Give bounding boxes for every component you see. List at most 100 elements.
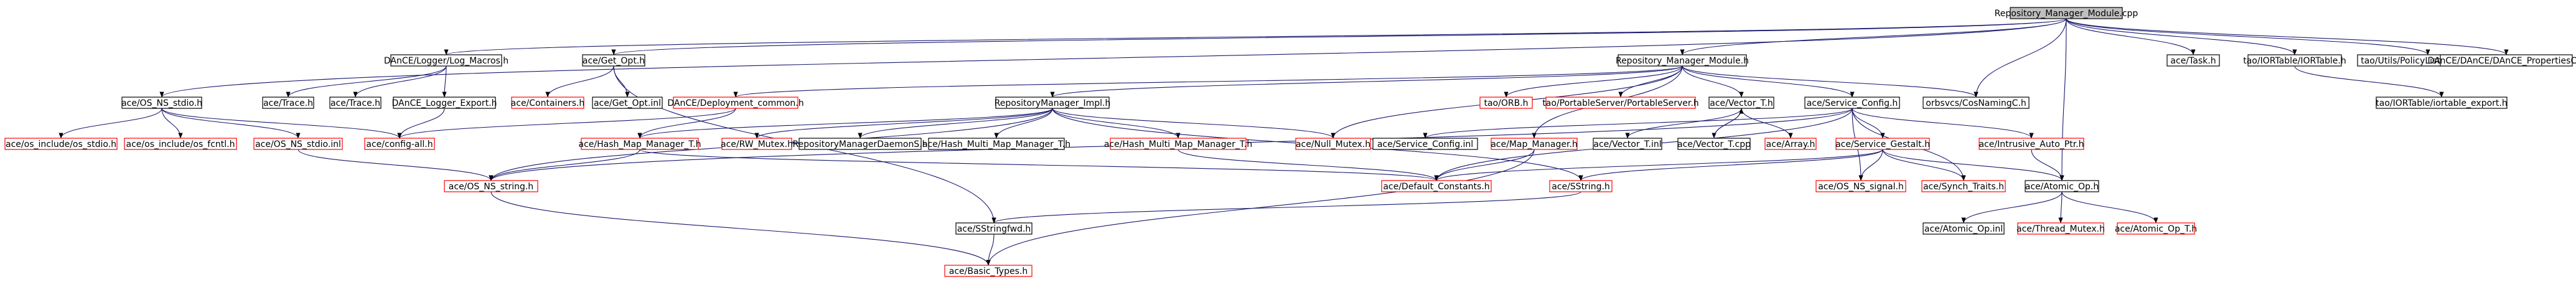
node-box (329, 97, 382, 109)
node-dance-logger-export[interactable]: DAnCE_Logger_Export.h (391, 97, 497, 109)
node-label: tao/IORTable/IORTable.h (2243, 56, 2346, 66)
node-label: ace/os_include/os_fcntl.h (126, 139, 235, 149)
node-dance-properties[interactable]: DAnCE/DAnCE/DAnCE_PropertiesC.h (2427, 54, 2576, 67)
node-ace-hash-multi-map-manager-t[interactable]: ace/Hash_Multi_Map_Manager_T.h (922, 138, 1070, 150)
node-dance-log-macros[interactable]: DAnCE/Logger/Log_Macros.h (384, 54, 508, 67)
edge-root-to-dance_log_macros (444, 18, 2067, 55)
node-ace-os-ns-signal: ace/OS_NS_signal.h (1815, 180, 1906, 192)
edge-root-to-ace_os_ns_stdio_h (159, 18, 2067, 98)
node-label: ace/Vector_T.inl (1593, 139, 1661, 149)
node-box (2247, 54, 2342, 67)
node-box (393, 97, 496, 109)
node-ace-atomic-op-inl[interactable]: ace/Atomic_Op.inl (1923, 222, 2005, 235)
node-label: ace/Get_Opt.h (583, 56, 645, 66)
node-label: ace/SStringfwd.h (957, 224, 1031, 234)
node-ace-vector-t-inl[interactable]: ace/Vector_T.inl (1593, 138, 1662, 150)
node-ace-os-ns-stdio-inl: ace/OS_NS_stdio.inl (253, 138, 343, 150)
edge-ace_get_opt_h-to-ace_get_opt_inl (613, 65, 630, 98)
edge-ace_os_ns_stdio_h-to-ace_os_include_os_stdio (59, 108, 162, 139)
node-box (1815, 180, 1906, 192)
node-box (1923, 222, 2005, 235)
edge-dance_logger_export-to-ace_config_all (397, 108, 445, 139)
node-label: ace/Default_Constants.h (1383, 182, 1489, 192)
node-root[interactable]: Repository_Manager_Module.cpp (1995, 7, 2138, 19)
edge-repo_module_h-to-dance_deployment_common (733, 65, 1683, 98)
node-orbsvcs-cosnaming[interactable]: orbsvcs/CosNamingC.h (1923, 97, 2030, 109)
node-ace-os-ns-stdio-h[interactable]: ace/OS_NS_stdio.h (121, 97, 202, 109)
node-tao-iortable-h[interactable]: tao/IORTable/IORTable.h (2243, 54, 2346, 67)
node-ace-trace-2[interactable]: ace/Trace.h (329, 97, 382, 109)
node-box (1923, 97, 2030, 109)
edge-root-to-ace_task (2066, 18, 2196, 55)
edge-root-to-tao_policylist_destroyer (2066, 18, 2430, 55)
edge-ace_get_opt_h-to-ace_containers (545, 65, 614, 98)
node-box (592, 97, 663, 109)
edge-ace_service_gestalt-to-ace_atomic_op_h (1882, 149, 2064, 181)
node-label: DAnCE/Logger/Log_Macros.h (384, 56, 508, 66)
node-label: ace/RW_Mutex.h (721, 139, 793, 149)
node-box (1921, 180, 2006, 192)
edge-ace_hash_map_manager_t-to-ace_default_constants (639, 149, 1439, 181)
node-repo-daemon-s[interactable]: RepositoryManagerDaemonS.h (792, 138, 928, 150)
node-ace-service-config-h[interactable]: ace/Service_Config.h (1804, 97, 1900, 109)
edge-ace_vector_t_h-to-ace_vector_t_inl (1625, 108, 1742, 139)
node-box (2376, 97, 2508, 109)
node-dance-deployment-common: DAnCE/Deployment_common.h (667, 97, 804, 109)
node-label: ace/Hash_Multi_Map_Manager_T.h (1104, 139, 1252, 149)
node-repo-impl-h[interactable]: RepositoryManager_Impl.h (995, 97, 1111, 109)
node-ace-basic-types: ace/Basic_Types.h (944, 265, 1033, 277)
node-label: ace/OS_NS_stdio.h (121, 98, 202, 108)
node-tao-portableserver: tao/PortableServer/PortableServer.h (1542, 97, 1699, 109)
node-ace-trace-1[interactable]: ace/Trace.h (262, 97, 314, 109)
node-ace-hash-map-manager-t: ace/Hash_Map_Manager_T.h (578, 138, 701, 150)
edge-ace_hash_multi_map_manager_t_h-to-ace_default_constants (1178, 149, 1439, 181)
node-ace-vector-t-cpp[interactable]: ace/Vector_T.cpp (1677, 138, 1751, 150)
edge-ace_os_ns_stdio_h-to-ace_os_include_os_fcntl (161, 108, 183, 139)
node-box (582, 54, 645, 67)
node-label: tao/ORB.h (1484, 98, 1528, 108)
node-label: ace/Null_Mutex.h (1296, 139, 1370, 149)
edge-dance_deployment_common-to-ace_config_all (397, 108, 736, 139)
node-ace-containers: ace/Containers.h (511, 97, 584, 109)
node-label: ace/Get_Opt.inl (594, 98, 661, 108)
node-ace-get-opt-inl[interactable]: ace/Get_Opt.inl (592, 97, 663, 109)
edge-repo_impl_h-to-ace_null_mutex (1052, 108, 1336, 139)
node-label: ace/Synch_Traits.h (1923, 182, 2004, 192)
node-box (124, 138, 237, 150)
node-ace-task[interactable]: ace/Task.h (2166, 54, 2220, 67)
node-ace-vector-t-h[interactable]: ace/Vector_T.h (1708, 97, 1774, 109)
node-box (1979, 138, 2084, 150)
node-box (1491, 138, 1578, 150)
node-label: Repository_Manager_Module.cpp (1995, 9, 2138, 19)
node-label: ace/Hash_Map_Manager_T.h (578, 139, 701, 149)
node-label: Repository_Manager_Module.h (1616, 56, 1749, 66)
edge-root-to-orbsvcs_cosnaming (1974, 18, 2067, 98)
node-ace-sstringfwd[interactable]: ace/SStringfwd.h (955, 222, 1033, 235)
edge-tao_iortable_h-to-tao_iortable_export (2294, 65, 2444, 98)
node-ace-atomic-op-h[interactable]: ace/Atomic_Op.h (2025, 180, 2099, 192)
node-ace-get-opt-h[interactable]: ace/Get_Opt.h (582, 54, 645, 67)
node-tao-iortable-export[interactable]: tao/IORTable/iortable_export.h (2376, 97, 2508, 109)
edge-repo_impl_h-to-ace_hash_map_manager_t (637, 108, 1053, 139)
node-tao-orb: tao/ORB.h (1479, 97, 1533, 109)
node-label: ace/Trace.h (330, 98, 380, 108)
node-label: DAnCE_Logger_Export.h (391, 98, 497, 108)
edge-repo_impl_h-to-repo_daemon_s (858, 108, 1053, 139)
edge-repo_module_h-to-orbsvcs_cosnaming (1682, 65, 1979, 98)
node-label: ace/OS_NS_stdio.inl (255, 139, 341, 149)
node-label: ace/Service_Config.h (1807, 98, 1898, 108)
node-box (2017, 222, 2104, 235)
node-box (2166, 54, 2220, 67)
node-box (1381, 180, 1492, 192)
node-ace-config-all: ace/config-all.h (364, 138, 435, 150)
node-label: ace/config-all.h (366, 139, 433, 149)
node-box (253, 138, 343, 150)
node-box (944, 265, 1033, 277)
edge-ace_service_gestalt-to-ace_synch_traits (1882, 149, 1966, 181)
node-repo-module-h[interactable]: Repository_Manager_Module.h (1616, 54, 1749, 67)
node-ace-service-config-inl[interactable]: ace/Service_Config.inl (1372, 138, 1478, 150)
node-box (1479, 97, 1533, 109)
node-label: ace/Vector_T.h (1710, 98, 1773, 108)
node-label: ace/OS_NS_signal.h (1818, 182, 1904, 192)
